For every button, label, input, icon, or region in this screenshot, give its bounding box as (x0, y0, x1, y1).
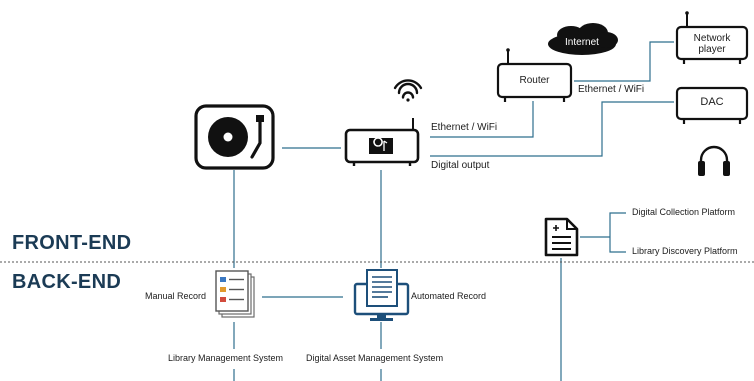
router-device (496, 48, 573, 102)
connector-router-network-player (574, 41, 674, 82)
platforms-bracket (609, 212, 626, 253)
library-discovery-platform-label: Library Discovery Platform (632, 246, 738, 256)
router-connection-label: Ethernet / WiFi (431, 122, 498, 133)
turntable-icon (194, 104, 275, 170)
digital-output-label: Digital output (431, 160, 490, 171)
headphones-icon (698, 145, 730, 176)
network-player-device (675, 11, 749, 64)
internet-cloud (548, 23, 618, 55)
automated-record-label: Automated Record (411, 291, 487, 301)
dac-device (675, 86, 749, 124)
connector-digitizer-dac (430, 101, 674, 157)
digital-asset-management-system-label: Digital Asset Management System (306, 353, 444, 363)
connector-digitizer-router (430, 101, 534, 138)
router-label: Router (519, 75, 550, 86)
back-end-heading: BACK-END (12, 271, 122, 293)
automated-record-icon (353, 269, 410, 321)
internet-label: Internet (565, 37, 599, 48)
dac-label: DAC (700, 96, 724, 108)
library-management-system-label: Library Management System (168, 353, 284, 363)
document-icon (544, 217, 579, 257)
digitizer-icon (344, 118, 420, 166)
manual-record-label: Manual Record (145, 291, 207, 301)
network-player-label: Network player (693, 33, 731, 55)
front-end-heading: FRONT-END (12, 232, 132, 254)
network-player-connection-label: Ethernet / WiFi (578, 84, 645, 95)
wifi-icon (393, 79, 423, 102)
manual-record-icon (215, 270, 255, 318)
digital-collection-platform-label: Digital Collection Platform (632, 207, 736, 217)
